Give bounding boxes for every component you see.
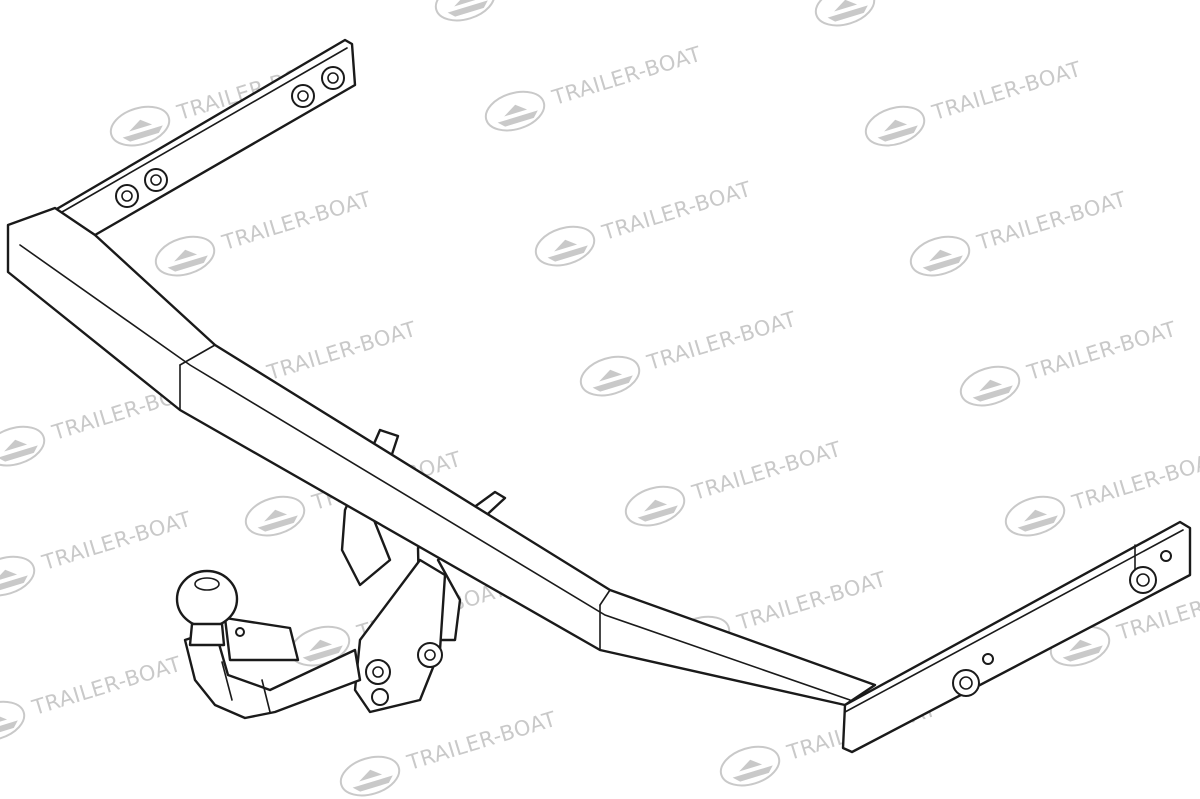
watermark-text: TRAILER-BOAT	[599, 177, 755, 245]
watermark-stamp: TRAILER-BOAT	[0, 652, 185, 742]
watermark-stamp: TRAILER-BOAT	[534, 177, 755, 267]
bracket-bolt-icon	[417, 642, 443, 668]
boat-logo-icon	[0, 555, 36, 597]
watermark-stamp: TRAILER-BOAT	[484, 42, 705, 132]
watermark-text: TRAILER-BOAT	[929, 57, 1085, 125]
boat-logo-icon	[244, 495, 306, 537]
left-bracket-bolt-group	[115, 66, 345, 208]
watermark-stamp: TRAILER-BOAT	[909, 187, 1130, 277]
boat-logo-icon	[959, 365, 1021, 407]
watermark-stamp: TRAILER-BOAT	[154, 187, 375, 277]
tow-ball-icon	[175, 569, 239, 629]
boat-logo-icon	[1004, 495, 1066, 537]
bolt-nut-icon	[1129, 566, 1157, 594]
watermark-text: TRAILER-BOAT	[1069, 447, 1200, 515]
towbar	[6, 38, 1192, 754]
boat-logo-icon	[719, 745, 781, 787]
boat-logo-icon	[624, 485, 686, 527]
watermark-text: TRAILER-BOAT	[879, 0, 1035, 5]
watermark-stamp: TRAILER-BOAT	[864, 57, 1085, 147]
watermark-stamp: TRAILER-BOAT	[624, 437, 845, 527]
boat-logo-icon	[814, 0, 876, 27]
main-crossbeam	[6, 206, 877, 707]
watermark-stamp: TRAILER-BOAT	[0, 507, 195, 597]
bracket-bolt-icon	[365, 659, 391, 685]
tow-ball-assembly	[175, 569, 362, 720]
watermark-stamp: TRAILER-BOAT	[579, 307, 800, 397]
boat-logo-icon	[579, 355, 641, 397]
plate-hole-icon	[982, 653, 994, 665]
boat-logo-icon	[434, 0, 496, 22]
boat-logo-icon	[909, 235, 971, 277]
watermark-text: TRAILER-BOAT	[644, 307, 800, 375]
boat-logo-icon	[484, 90, 546, 132]
watermark-text: TRAILER-BOAT	[39, 507, 195, 575]
watermark-text: TRAILER-BOAT	[29, 652, 185, 720]
bolt-nut-icon	[144, 168, 168, 192]
bolt-nut-icon	[952, 669, 980, 697]
boat-logo-icon	[0, 425, 46, 467]
watermark-text: TRAILER-BOAT	[404, 707, 560, 775]
boat-logo-icon	[109, 105, 171, 147]
boat-logo-icon	[864, 105, 926, 147]
watermark-stamp: TRAILER-BOAT	[959, 317, 1180, 407]
boat-logo-icon	[154, 235, 216, 277]
watermark-text: TRAILER-BOAT	[974, 187, 1130, 255]
watermark-text: TRAILER-BOAT	[689, 437, 845, 505]
boat-logo-icon	[534, 225, 596, 267]
watermark-stamp: TRAILER-BOAT	[814, 0, 1035, 27]
watermark-text: TRAILER-BOAT	[264, 317, 420, 385]
plate-hole-icon	[1160, 550, 1172, 562]
bracket-hole-icon	[371, 688, 389, 706]
watermark-text: TRAILER-BOAT	[1024, 317, 1180, 385]
watermark-text: TRAILER-BOAT	[734, 567, 890, 635]
watermark-text: TRAILER-BOAT	[549, 42, 705, 110]
bolt-nut-icon	[115, 184, 139, 208]
bolt-nut-icon	[291, 84, 315, 108]
boat-logo-icon	[0, 700, 26, 742]
watermark-stamp: TRAILER-BOAT	[339, 707, 560, 797]
watermark-text: TRAILER-BOAT	[219, 187, 375, 255]
watermark-stamp: TRAILER-BOAT	[434, 0, 654, 22]
boat-logo-icon	[339, 755, 401, 797]
right-mounting-bracket	[841, 520, 1192, 754]
bolt-nut-icon	[321, 66, 345, 90]
